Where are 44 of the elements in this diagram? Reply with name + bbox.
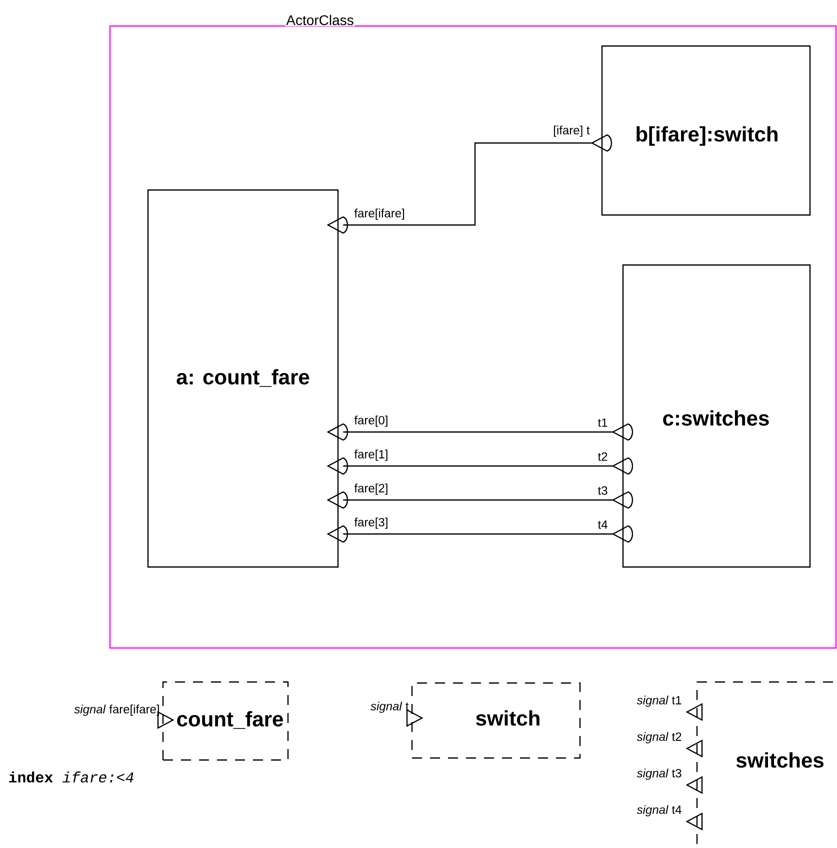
- port-label: signal t1: [636, 696, 682, 707]
- port-label: fare[0]: [354, 416, 388, 427]
- connector: [343, 431, 613, 433]
- connector: [343, 142, 592, 226]
- component-box: a: count_fare: [147, 189, 339, 568]
- index-note: index ifare:<4: [9, 772, 134, 782]
- connector: [343, 533, 613, 535]
- port-triangle: [612, 423, 634, 441]
- port-triangle: [591, 134, 612, 152]
- component-box: c:switches: [622, 264, 811, 568]
- port-label: signal fare[ifare]: [74, 704, 159, 716]
- port-triangle: [327, 525, 348, 543]
- node-label: ActorClass: [286, 14, 354, 26]
- port-triangle: [612, 457, 634, 475]
- port-triangle: [612, 525, 634, 543]
- component-box: count_fare: [162, 681, 289, 761]
- port-triangle: [327, 216, 348, 234]
- port-label: fare[ifare]: [354, 208, 404, 220]
- port-triangle: [686, 703, 703, 721]
- port-triangle: [686, 812, 703, 830]
- port-label: t4: [598, 520, 608, 529]
- component-box: switches: [696, 681, 837, 848]
- port-triangle: [327, 491, 348, 509]
- connector: [343, 465, 613, 467]
- port-triangle: [327, 457, 348, 475]
- port-triangle: [686, 740, 703, 758]
- port-label: signal t3: [636, 768, 682, 780]
- port-label: fare[3]: [354, 518, 388, 529]
- port-triangle: [406, 709, 424, 727]
- connector: [343, 499, 613, 501]
- port-label: signal t2: [636, 732, 682, 744]
- port-label: signal t4: [636, 805, 682, 816]
- port-label: fare[2]: [354, 484, 388, 495]
- port-triangle: [612, 491, 634, 509]
- port-label: fare[1]: [354, 450, 388, 461]
- port-triangle: [327, 423, 348, 441]
- port-label: t1: [598, 418, 608, 427]
- port-label: t2: [598, 452, 608, 461]
- port-triangle: [157, 711, 174, 729]
- port-label: [ifare] t: [554, 126, 590, 137]
- port-label: t3: [598, 486, 608, 495]
- component-box: switch: [411, 682, 581, 759]
- port-triangle: [686, 776, 703, 794]
- component-box: b[ifare]:switch: [601, 45, 811, 216]
